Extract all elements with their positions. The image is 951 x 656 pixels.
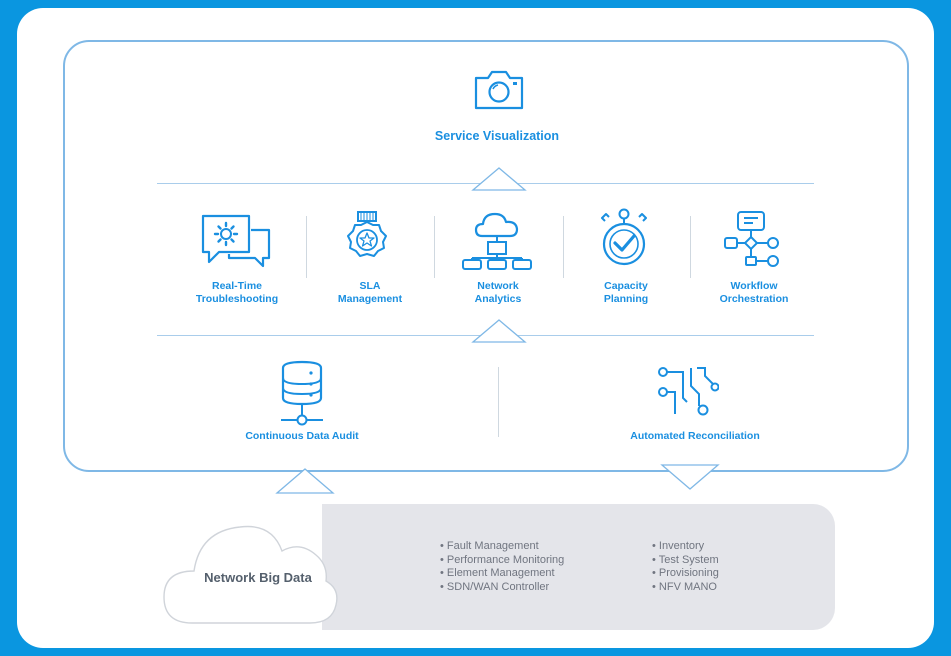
data-sources-panel: [322, 504, 835, 630]
label-line: Analytics: [474, 293, 522, 305]
data-source-list-left: • Fault Management • Performance Monitor…: [440, 540, 564, 594]
arrow-down-triangle-output: [660, 464, 720, 490]
label-line: Troubleshooting: [195, 293, 279, 305]
list-item: • NFV MANO: [652, 580, 717, 593]
network-analytics-label: Network Analytics: [436, 280, 560, 306]
arrow-up-triangle-top: [471, 167, 527, 191]
list-item: • Provisioning: [652, 567, 719, 579]
capacity-planning-label: Capacity Planning: [564, 280, 688, 306]
service-visualization-label: Service Visualization: [434, 129, 560, 143]
separator-2: [434, 216, 435, 278]
label-line: Management: [337, 293, 403, 305]
separator-bottom: [498, 367, 499, 437]
data-source-list-right: • Inventory • Test System • Provisioning…: [652, 540, 719, 594]
real-time-troubleshooting-label: Real-Time Troubleshooting: [172, 280, 302, 306]
stopwatch-check-icon: [598, 207, 650, 267]
camera-icon: [473, 69, 525, 111]
database-icon: [277, 360, 327, 426]
label-line: Orchestration: [719, 293, 789, 305]
badge-star-icon: [344, 210, 390, 268]
list-item: • Inventory: [652, 540, 705, 552]
separator-1: [306, 216, 307, 278]
sla-management-label: SLA Management: [308, 280, 432, 306]
label-line: SLA: [359, 280, 381, 292]
list-item: • Element Management: [440, 567, 555, 579]
list-item: • Performance Monitoring: [440, 553, 565, 566]
chat-gear-icon: [199, 212, 275, 268]
list-item: • SDN/WAN Controller: [440, 580, 550, 593]
label-line: Planning: [603, 293, 649, 305]
label-line: Real-Time: [212, 280, 262, 292]
platform-frame: [63, 40, 909, 472]
separator-3: [563, 216, 564, 278]
circuit-icon: [657, 364, 719, 420]
arrow-up-triangle-middle: [471, 319, 527, 343]
automated-reconciliation-label: Automated Reconciliation: [630, 430, 760, 442]
arrow-up-triangle-input: [275, 468, 335, 494]
continuous-data-audit-label: Continuous Data Audit: [245, 430, 359, 442]
network-big-data-label: Network Big Data: [204, 570, 312, 585]
list-item: • Test System: [652, 553, 719, 566]
cloud-hierarchy-icon: [460, 208, 536, 270]
list-item: • Fault Management: [440, 540, 539, 552]
network-big-data-cloud: [163, 525, 338, 624]
label-line: Workflow: [730, 280, 778, 292]
separator-4: [690, 216, 691, 278]
label-line: Capacity: [604, 280, 648, 292]
label-line: Network: [477, 280, 519, 292]
workflow-orchestration-label: Workflow Orchestration: [692, 280, 816, 306]
workflow-icon: [722, 210, 784, 270]
